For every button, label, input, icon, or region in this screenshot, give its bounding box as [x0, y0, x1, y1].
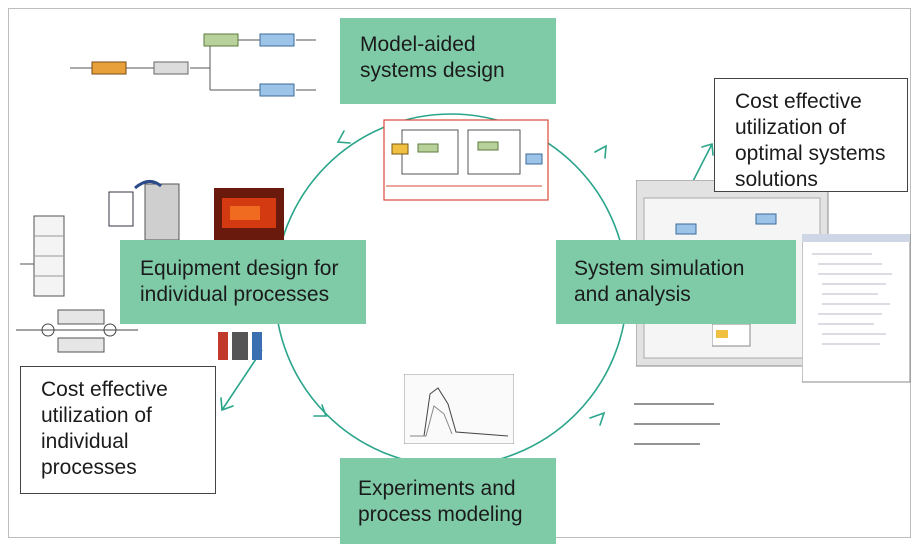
- node-experiments-line-1: Experiments and: [358, 477, 516, 500]
- outcome-individual-line-4: processes: [41, 456, 137, 479]
- arrowhead-bottom-left: [313, 404, 328, 417]
- arrowhead-top-right: [594, 144, 607, 159]
- simulation-plot-thumbnail: [404, 374, 514, 444]
- arrowhead-bottom-right: [589, 411, 606, 426]
- control-loop-thumbnail: [383, 119, 549, 201]
- node-experiments-line-2: process modeling: [358, 503, 523, 526]
- outcome-individual-processes: Cost effective utilization of individual…: [20, 366, 216, 494]
- outcome-optimal-systems: Cost effective utilization of optimal sy…: [714, 78, 908, 192]
- flame-image-thumbnail: [214, 188, 284, 250]
- fuel-cell-thumbnail: [218, 332, 262, 360]
- node-design-line-2: systems design: [360, 59, 505, 82]
- heat-exchanger-thumbnail: [16, 309, 138, 353]
- outcome-individual-line-3: individual: [41, 430, 129, 453]
- outcome-individual-line-1: Cost effective: [41, 378, 168, 401]
- reactor-thumbnail: [108, 180, 180, 241]
- outcome-systems-line-1: Cost effective: [735, 90, 862, 113]
- node-equipment-line-2: individual processes: [140, 283, 330, 306]
- node-model-aided-systems-design: Model-aided systems design: [340, 18, 556, 104]
- small-dialog-thumbnail: [712, 324, 751, 347]
- node-simulation-line-1: System simulation: [574, 257, 745, 280]
- node-simulation-line-2: and analysis: [574, 283, 691, 306]
- outcome-systems-line-2: utilization of: [735, 116, 846, 139]
- equations-thumbnail: [634, 403, 720, 445]
- software-tree-thumbnail: [802, 234, 911, 383]
- arrowhead-individual: [220, 397, 234, 412]
- node-system-simulation: System simulation and analysis: [556, 240, 796, 324]
- arrowhead-systems: [701, 142, 714, 156]
- outcome-individual-line-2: utilization of: [41, 404, 152, 427]
- node-equipment-line-1: Equipment design for: [140, 257, 339, 280]
- process-flow-thumbnail: [70, 33, 316, 97]
- outcome-systems-line-4: solutions: [735, 168, 818, 191]
- arrowhead-top-left: [336, 130, 351, 144]
- node-experiments-process-modeling: Experiments and process modeling: [340, 458, 556, 544]
- outcome-systems-line-3: optimal systems: [735, 142, 886, 165]
- node-design-line-1: Model-aided: [360, 33, 476, 56]
- node-equipment-design: Equipment design for individual processe…: [120, 240, 366, 324]
- column-thumbnail: [20, 215, 65, 297]
